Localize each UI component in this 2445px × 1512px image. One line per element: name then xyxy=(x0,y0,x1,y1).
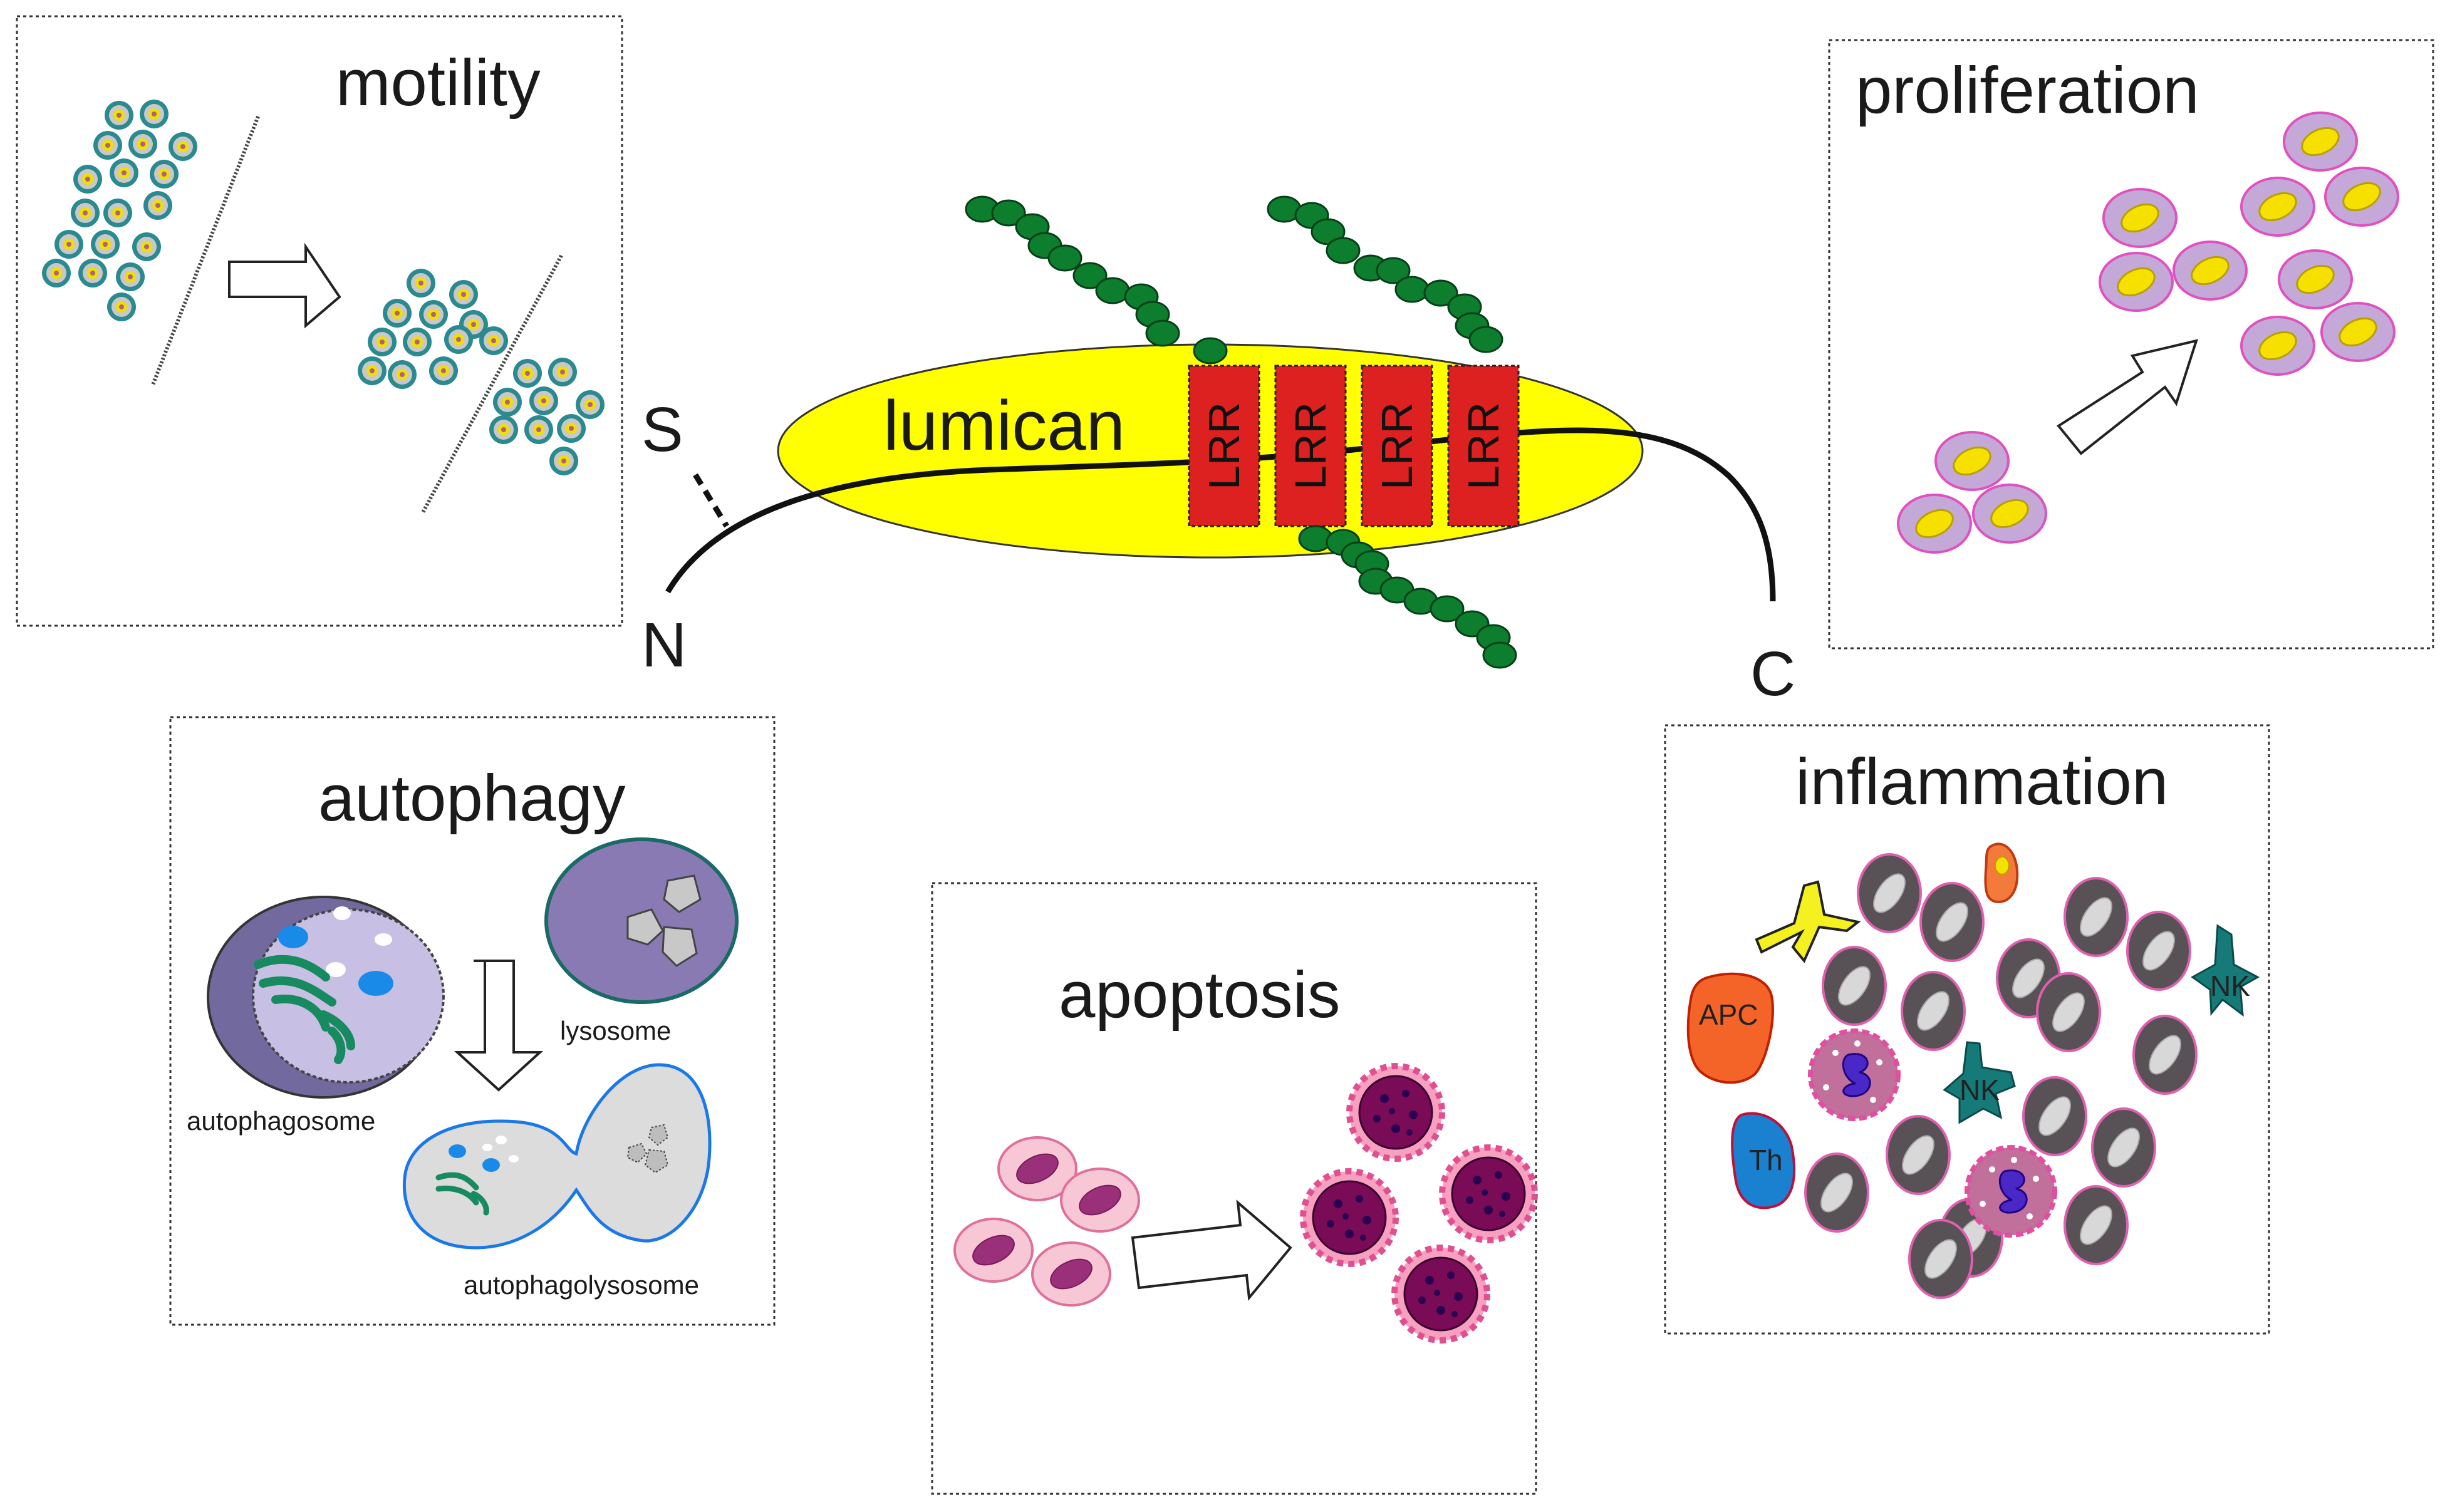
motility-title: motility xyxy=(336,46,541,120)
neutrophil-2 xyxy=(1967,1147,2055,1235)
proliferation-panel-frame xyxy=(1828,39,2434,650)
lysosome xyxy=(544,837,739,1004)
apoptosis-panel: apoptosis xyxy=(953,958,1535,1340)
lrr-label-2: LRR xyxy=(1286,402,1335,490)
inflammation-panel: inflammation APC Th NK NK xyxy=(1686,745,2260,1299)
autophagosome xyxy=(207,896,445,1099)
disulfide-link xyxy=(693,473,729,528)
s-label: S xyxy=(641,395,683,465)
autophagosome-label: autophagosome xyxy=(187,1106,375,1136)
collagen-fibril-2 xyxy=(1267,195,1503,353)
proliferation-cells-after xyxy=(2099,111,2399,376)
motility-cell-cluster-1 xyxy=(42,100,197,321)
lrr-label-3: LRR xyxy=(1373,402,1421,490)
inflammation-panel-frame xyxy=(1664,724,2270,1335)
lrr-domain-4: LRR xyxy=(1447,365,1520,527)
nk-cell-2: NK xyxy=(1943,1041,2016,1124)
dendritic-cell xyxy=(1755,880,1861,963)
motility-panel-frame xyxy=(16,15,623,627)
autophagolysosome xyxy=(402,1063,712,1250)
granulocyte-small xyxy=(1984,842,2019,904)
apc-label: APC xyxy=(1699,998,1758,1031)
collagen-fibril-1 xyxy=(965,195,1228,365)
lumican-molecule: LRR LRR LRR LRR lumican xyxy=(641,195,1795,709)
autophagy-arrow-icon xyxy=(454,960,544,1092)
lrr-label-1: LRR xyxy=(1200,402,1248,490)
motility-arrow-icon xyxy=(228,242,341,329)
lumican-label: lumican xyxy=(883,386,1125,465)
proliferation-panel: proliferation xyxy=(1856,54,2399,554)
autophagolysosome-label: autophagolysosome xyxy=(464,1270,699,1300)
lysosome-label: lysosome xyxy=(560,1016,671,1045)
lrr-domain-1: LRR xyxy=(1188,365,1260,527)
proliferation-arrow-icon xyxy=(2057,339,2198,455)
collagen-fibril-3 xyxy=(1298,525,1517,669)
c-terminus-label: C xyxy=(1750,639,1795,709)
autophagy-panel: autophagy autophagosome lysosome xyxy=(187,762,739,1300)
lrr-domain-3: LRR xyxy=(1361,365,1433,527)
th-label: Th xyxy=(1749,1144,1783,1176)
lrr-label-4: LRR xyxy=(1459,402,1508,490)
proliferation-cells-before xyxy=(1897,431,2047,554)
motility-panel: motility xyxy=(42,46,605,515)
inflammation-title: inflammation xyxy=(1795,745,2168,819)
nk-cell-1: NK xyxy=(2191,924,2260,1017)
lrr-domain-2: LRR xyxy=(1274,365,1347,527)
th-cell: Th xyxy=(1731,1112,1795,1209)
n-terminus-label: N xyxy=(641,610,687,680)
apc-cell: APC xyxy=(1686,972,1774,1084)
autophagy-panel-frame xyxy=(169,716,776,1326)
nk-label-1: NK xyxy=(2210,970,2250,1002)
nk-label-2: NK xyxy=(1960,1074,2000,1106)
motility-cell-cluster-2 xyxy=(358,269,508,389)
motility-wound-line-1 xyxy=(151,115,260,386)
apoptosis-cells-after xyxy=(1303,1066,1535,1340)
neutrophil-1 xyxy=(1810,1031,1898,1119)
proliferation-title: proliferation xyxy=(1856,54,2199,127)
apoptosis-title: apoptosis xyxy=(1059,958,1340,1032)
apoptosis-arrow-icon xyxy=(1131,1199,1292,1301)
autophagy-title: autophagy xyxy=(318,762,626,835)
apoptosis-cells-before xyxy=(953,1136,1140,1307)
motility-cell-cluster-3 xyxy=(489,358,605,475)
motility-wound-line-2 xyxy=(420,254,563,515)
